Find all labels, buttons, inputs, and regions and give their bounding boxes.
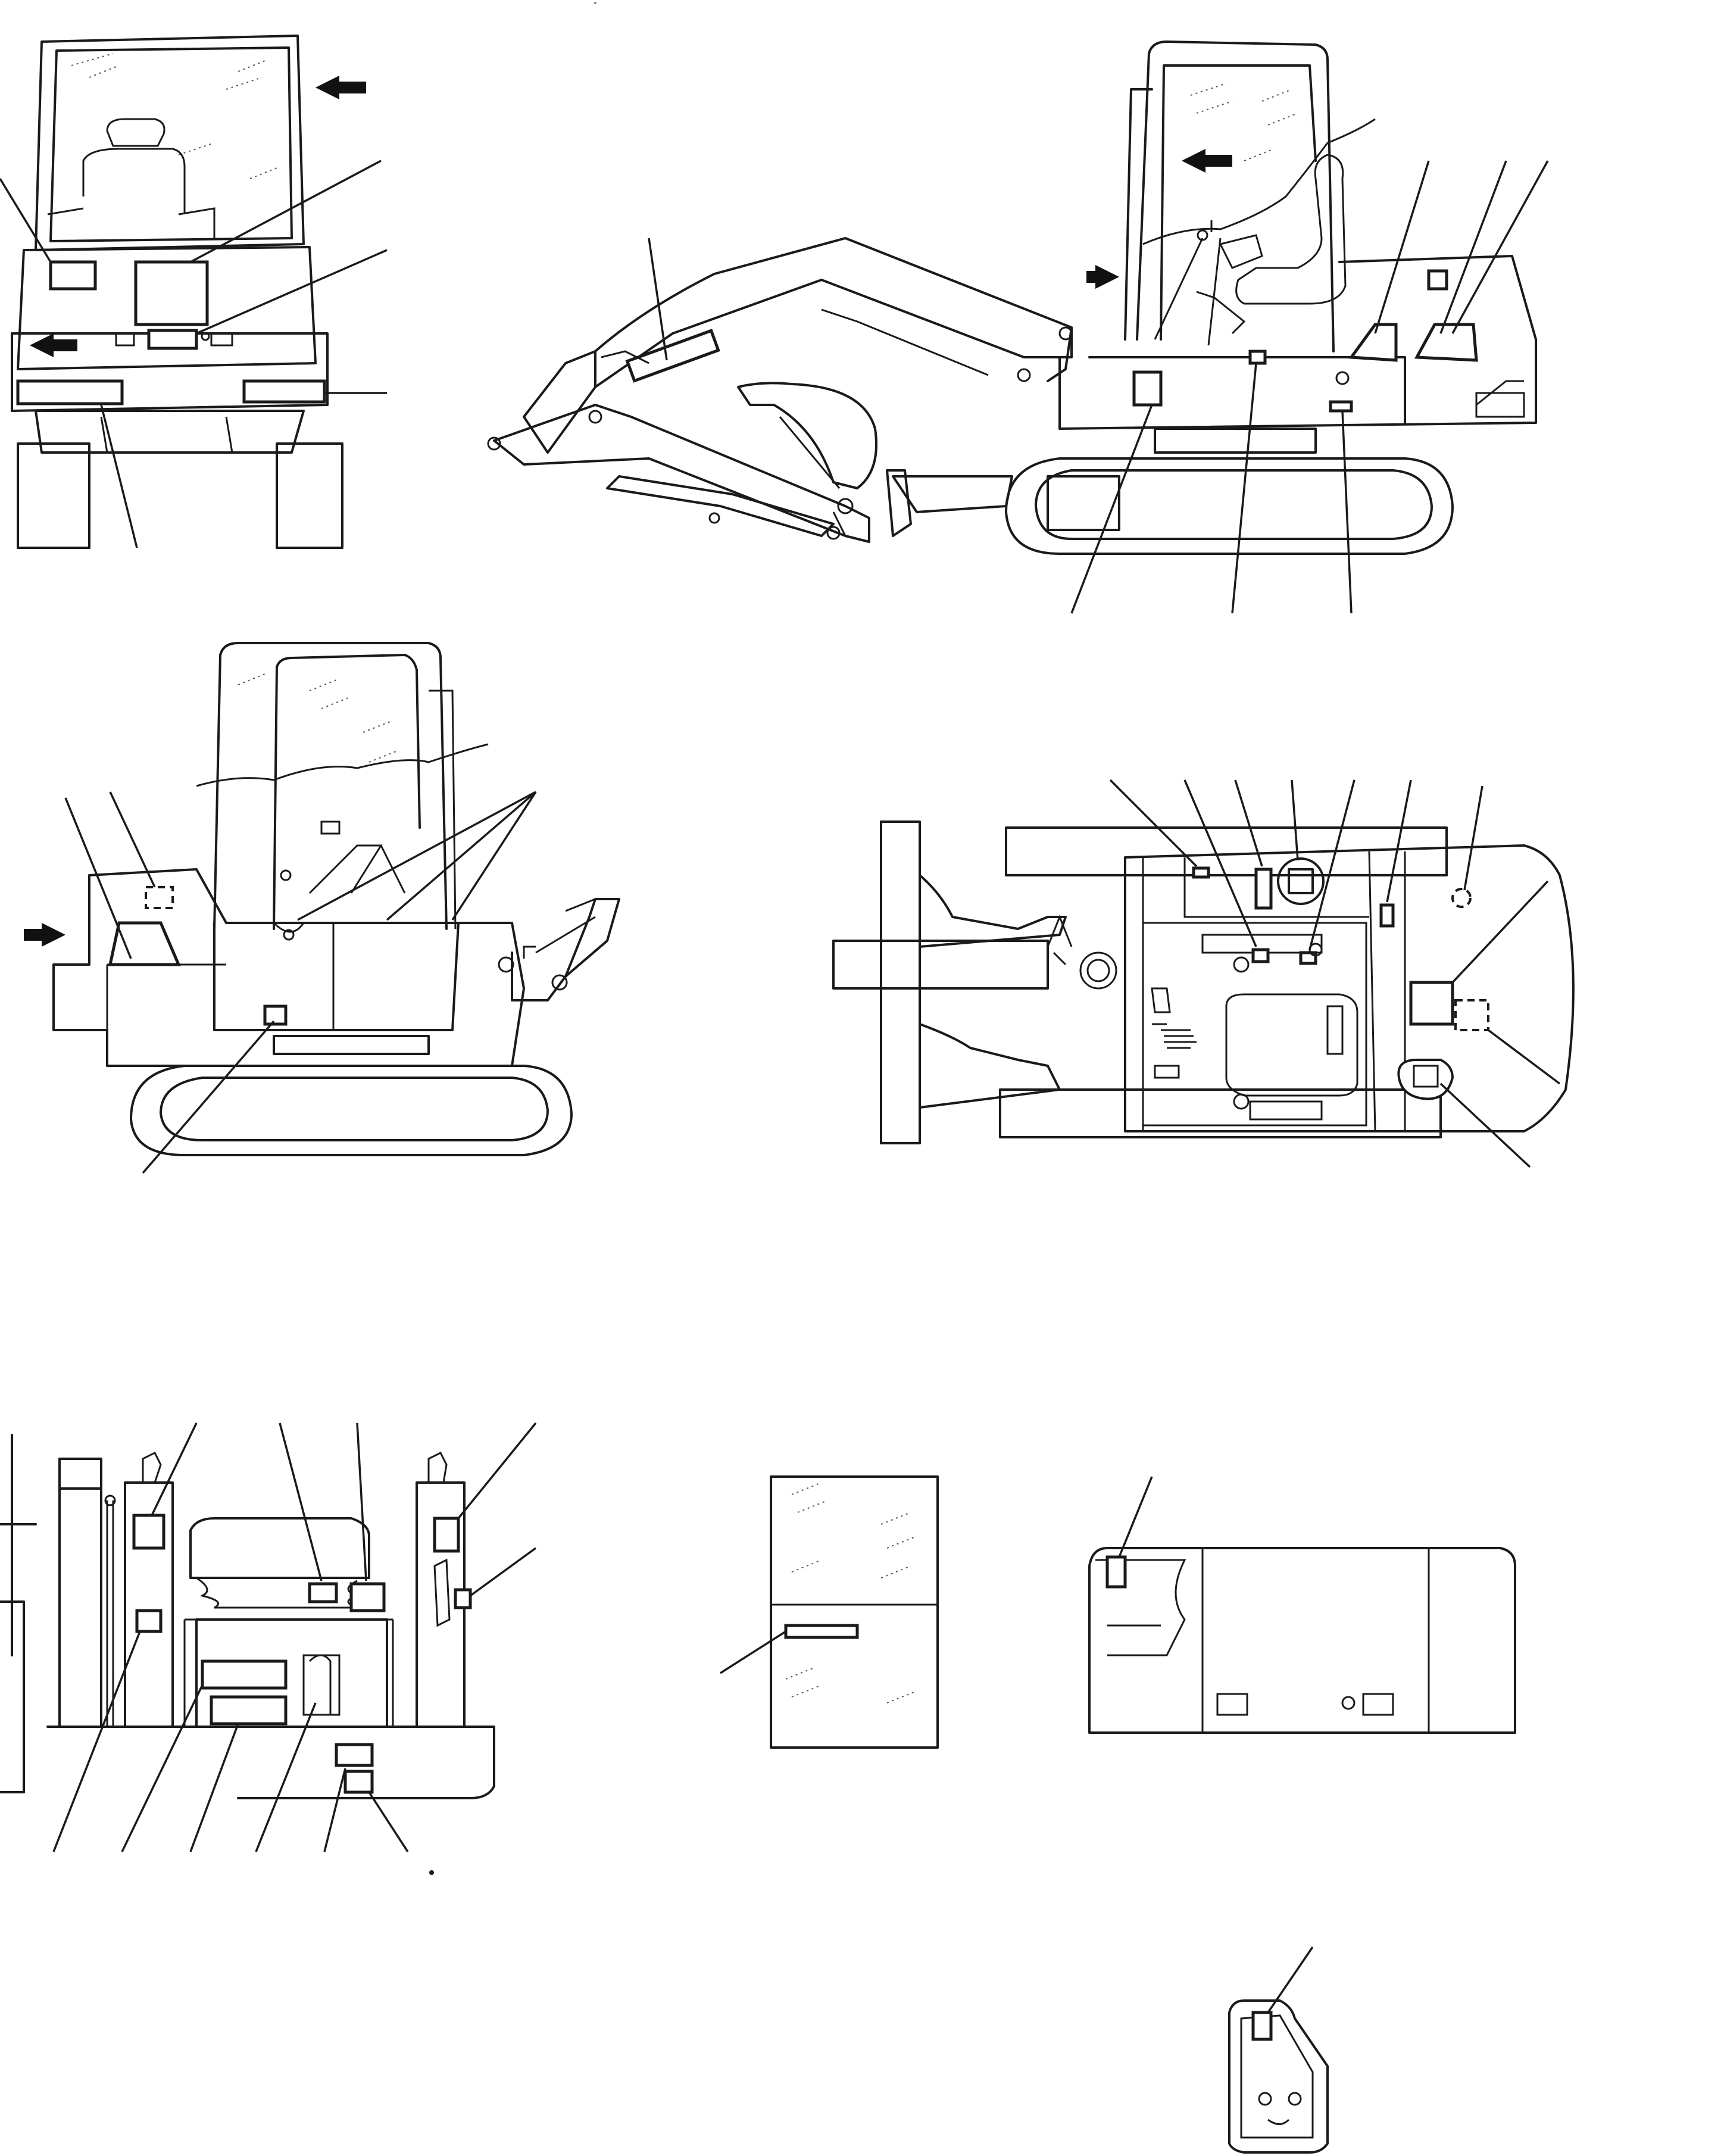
decal: [49, 260, 97, 291]
view-engine-hood: [1088, 1476, 1516, 1734]
decal: [132, 1514, 165, 1550]
decal: [1254, 868, 1273, 910]
decal: [1329, 400, 1353, 413]
decal: [201, 1659, 288, 1690]
scan-speck: [594, 2, 596, 4]
decal: [147, 329, 198, 350]
decal: [135, 1609, 163, 1633]
decal: [349, 1582, 386, 1612]
decal: [1251, 948, 1270, 963]
view-side-cover: [1228, 1946, 1329, 2154]
decal: [625, 329, 720, 383]
location-arrow-icon: [1182, 149, 1232, 173]
view-right-side: [24, 642, 620, 1174]
view-cab-door: [720, 1475, 939, 1749]
location-arrow-icon: [1086, 265, 1119, 289]
scan-speck: [429, 1870, 434, 1875]
decal: [16, 379, 124, 405]
decal: [108, 921, 181, 966]
decal: [308, 1582, 338, 1603]
decal: [242, 379, 326, 404]
view-operator-console: [0, 1422, 537, 1852]
view-left-side: [487, 40, 1549, 614]
decal: [134, 260, 209, 326]
decal: [1132, 370, 1163, 407]
decal: [1427, 269, 1448, 291]
decal: [210, 1695, 288, 1726]
decal-hidden: [1451, 888, 1472, 908]
location-arrow-icon: [316, 76, 366, 99]
decal: [433, 1517, 460, 1553]
decal: [1251, 2011, 1273, 2041]
decal: [335, 1743, 374, 1767]
decal: [1105, 1555, 1127, 1589]
decal: [343, 1770, 374, 1794]
decal: [263, 1004, 288, 1026]
decal: [1192, 866, 1210, 879]
decal: [1348, 323, 1398, 362]
view-top: [832, 779, 1575, 1168]
decal-hidden: [1454, 999, 1489, 1031]
location-arrow-icon: [24, 923, 65, 947]
decal: [1409, 981, 1454, 1026]
view-front: [0, 35, 388, 549]
location-arrow-icon: [30, 333, 77, 357]
decal: [784, 1624, 859, 1639]
decal: [1379, 903, 1395, 928]
decal: [1414, 323, 1478, 362]
decal: [1248, 350, 1267, 365]
decal-hidden: [145, 886, 174, 909]
decal: [454, 1588, 472, 1609]
